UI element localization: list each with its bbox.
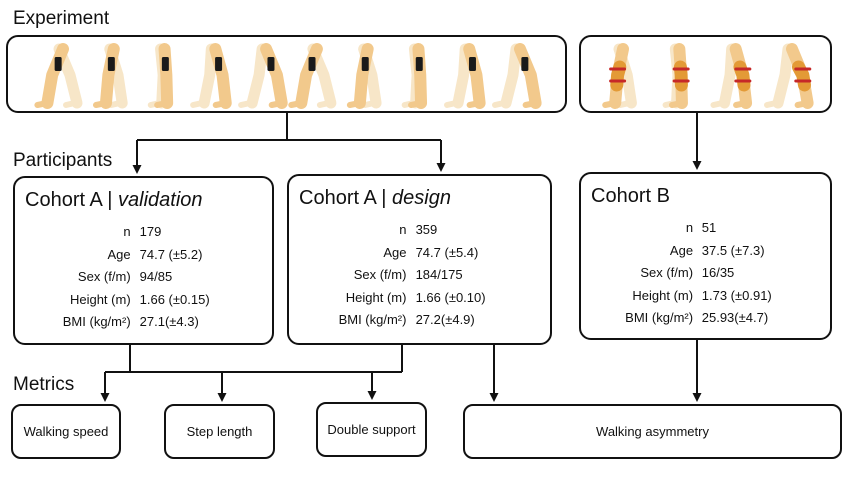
sensor-icon <box>107 57 115 71</box>
stat-value: 16/35 <box>701 265 735 280</box>
stat-row-bmi: BMI (kg/m²) 27.1(±4.3) <box>15 311 272 334</box>
stat-value: 74.7 (±5.2) <box>139 246 203 262</box>
stat-key: n <box>685 220 694 235</box>
stat-row-height: Height (m) 1.66 (±0.15) <box>15 289 272 312</box>
stat-key: Height (m) <box>632 287 694 303</box>
stat-key: Age <box>383 244 407 260</box>
cohort-title-sub: validation <box>118 189 203 211</box>
section-label-participants: Participants <box>13 150 113 171</box>
stat-row-bmi: BMI (kg/m²) 25.93(±4.7) <box>581 307 830 330</box>
cohort-title-main: Cohort A | <box>25 189 113 211</box>
sensor-icon <box>468 57 476 71</box>
leg-figure-icon <box>147 43 174 109</box>
stat-value: 94/85 <box>139 269 173 284</box>
cohort-title: Cohort A | design <box>299 186 451 210</box>
stat-value: 184/175 <box>415 267 463 282</box>
leg-figure-icon <box>34 43 83 109</box>
walking-legs-illustration <box>34 43 542 109</box>
stat-row-height: Height (m) 1.73 (±0.91) <box>581 285 830 308</box>
cohort-title: Cohort A | validation <box>25 188 203 212</box>
metric-step-length: Step length <box>164 404 275 459</box>
stat-key: BMI (kg/m²) <box>625 310 694 325</box>
leg-figure-icon <box>444 43 486 109</box>
stat-row-age: Age 74.7 (±5.2) <box>15 244 272 267</box>
cohort-box-a-validation: Cohort A | validation n 179 Age 74.7 (±5.2… <box>13 176 274 345</box>
leg-figure-icon <box>662 43 690 109</box>
leg-figure-icon <box>492 43 542 109</box>
stat-value: 27.2(±4.9) <box>415 312 475 327</box>
experiment-box-cohort-a <box>6 35 567 113</box>
section-label-experiment: Experiment <box>13 8 110 29</box>
cohort-title-main: Cohort B <box>591 185 670 207</box>
sensor-icon <box>54 57 62 71</box>
stat-key: Age <box>107 246 131 262</box>
stat-value: 1.73 (±0.91) <box>701 287 772 303</box>
stat-value: 37.5 (±7.3) <box>701 242 765 258</box>
stat-key: Age <box>669 242 694 258</box>
stat-row-n: n 359 <box>289 219 550 242</box>
leg-figure-icon <box>602 43 637 109</box>
stat-row-n: n 179 <box>15 221 272 244</box>
sensor-icon <box>308 57 316 71</box>
leg-figure-icon <box>92 43 128 109</box>
metric-walking-speed: Walking speed <box>11 404 121 459</box>
stat-key: Sex (f/m) <box>640 265 694 280</box>
stat-row-age: Age 37.5 (±7.3) <box>581 240 830 263</box>
stat-row-sex: Sex (f/m) 16/35 <box>581 262 830 285</box>
stat-row-sex: Sex (f/m) 94/85 <box>15 266 272 289</box>
cohort-stats: n 51 Age 37.5 (±7.3) Sex (f/m) 16/35 Height… <box>581 217 830 330</box>
stat-value: 51 <box>701 220 717 235</box>
leg-figure-icon <box>238 43 288 109</box>
cohort-box-b: Cohort B n 51 Age 37.5 (±7.3) Sex (f/m) 16/… <box>579 172 832 340</box>
stat-row-bmi: BMI (kg/m²) 27.2(±4.9) <box>289 309 550 332</box>
stat-key: Height (m) <box>69 291 131 307</box>
stat-value: 25.93(±4.7) <box>701 310 769 325</box>
stat-value: 74.7 (±5.4) <box>415 244 479 260</box>
stat-value: 1.66 (±0.10) <box>415 289 486 305</box>
leg-figure-icon <box>346 43 382 109</box>
stat-key: n <box>123 224 131 239</box>
experiment-box-cohort-b <box>579 35 832 113</box>
sensor-icon <box>161 57 169 71</box>
cohort-title-sub: design <box>392 187 451 209</box>
sensor-icon <box>521 57 529 71</box>
leg-figure-icon <box>764 43 814 109</box>
cohort-title: Cohort B <box>591 184 670 208</box>
stat-value: 179 <box>139 224 162 239</box>
stat-key: BMI (kg/m²) <box>62 314 131 329</box>
stat-row-age: Age 74.7 (±5.4) <box>289 242 550 265</box>
leg-figure-icon <box>288 43 337 109</box>
stat-key: Sex (f/m) <box>77 269 131 284</box>
sensor-icon <box>361 57 369 71</box>
leg-figure-icon <box>710 43 753 109</box>
cohort-stats: n 179 Age 74.7 (±5.2) Sex (f/m) 94/85 Heigh… <box>15 221 272 334</box>
stat-row-height: Height (m) 1.66 (±0.10) <box>289 287 550 310</box>
stat-key: Height (m) <box>345 289 407 305</box>
cohort-box-a-design: Cohort A | design n 359 Age 74.7 (±5.4) Se… <box>287 174 552 345</box>
sensor-icon <box>215 57 223 71</box>
stat-row-n: n 51 <box>581 217 830 240</box>
stat-key: BMI (kg/m²) <box>338 312 407 327</box>
knee-band-legs-illustration <box>602 43 814 109</box>
cohort-title-main: Cohort A | <box>299 187 387 209</box>
leg-figure-icon <box>401 43 428 109</box>
stat-key: Sex (f/m) <box>353 267 407 282</box>
cohort-stats: n 359 Age 74.7 (±5.4) Sex (f/m) 184/175 Hei… <box>289 219 550 332</box>
metric-double-support: Double support <box>316 402 427 457</box>
section-label-metrics: Metrics <box>13 374 75 395</box>
stat-key: n <box>399 222 407 237</box>
metric-walking-asymmetry: Walking asymmetry <box>463 404 842 459</box>
leg-figure-icon <box>190 43 232 109</box>
stat-value: 359 <box>415 222 438 237</box>
stat-row-sex: Sex (f/m) 184/175 <box>289 264 550 287</box>
sensor-icon <box>267 57 275 71</box>
stat-value: 27.1(±4.3) <box>139 314 199 329</box>
sensor-icon <box>415 57 423 71</box>
stat-value: 1.66 (±0.15) <box>139 291 210 307</box>
